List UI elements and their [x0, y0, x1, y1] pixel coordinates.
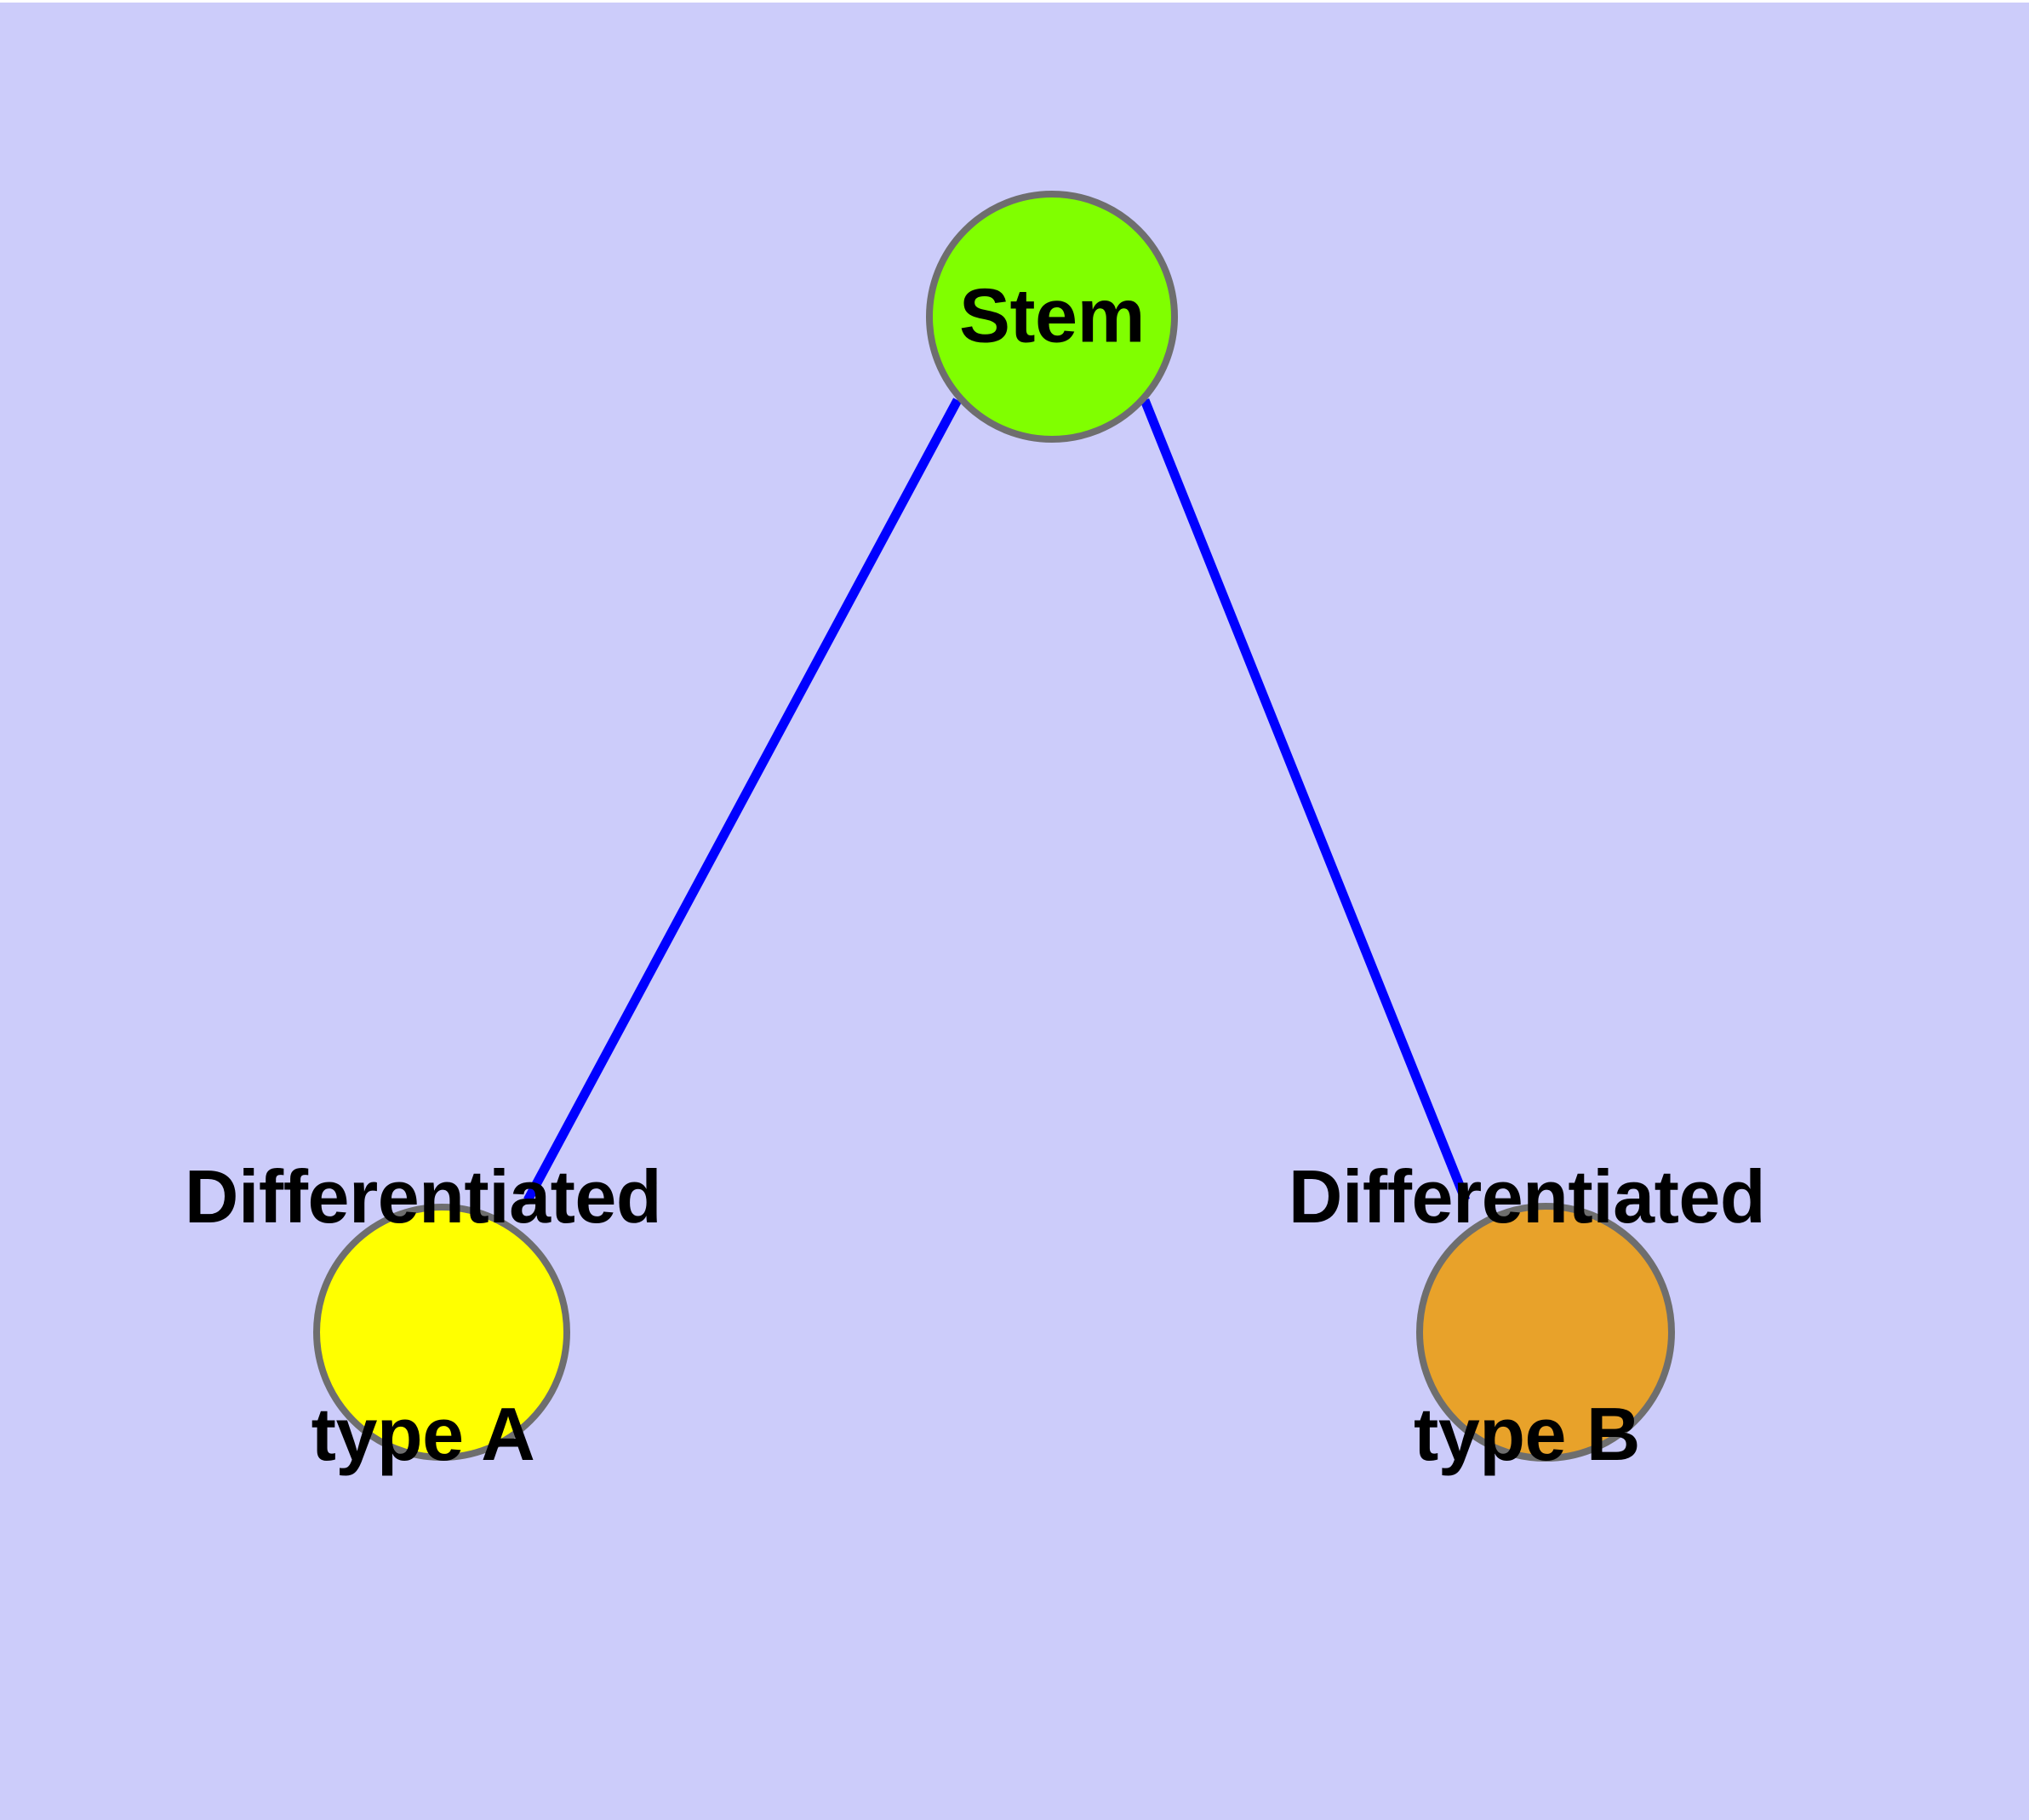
edge-stem-to-diff-b [1140, 398, 1471, 1203]
node-diff-b-circle[interactable] [1416, 1203, 1675, 1462]
node-layer [313, 191, 1675, 1462]
edge-layer [523, 398, 1471, 1203]
node-stem-circle[interactable] [926, 191, 1178, 443]
node-diff-a-circle[interactable] [313, 1204, 570, 1461]
edge-stem-to-diff-a [523, 398, 962, 1203]
